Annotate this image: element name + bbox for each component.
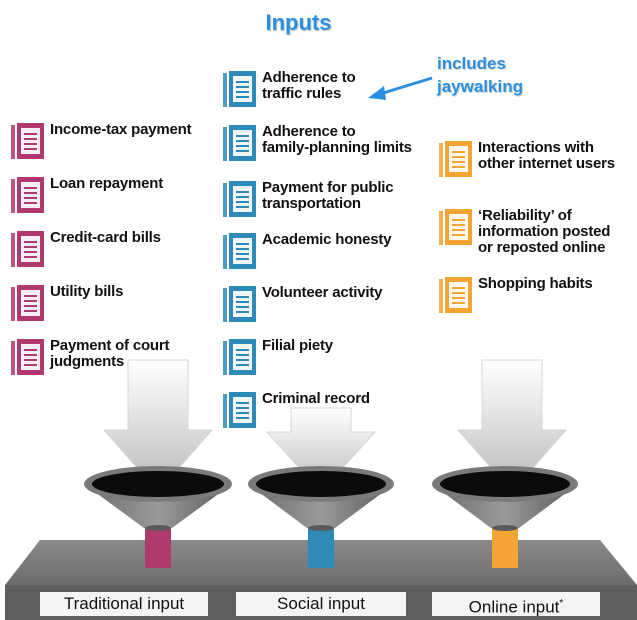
label-line: Payment of court [50, 337, 170, 354]
spout-online [492, 528, 518, 568]
social-input-label: Academic honesty [262, 231, 392, 248]
label-line: transportation [262, 195, 361, 212]
label-line: Shopping habits [478, 275, 593, 292]
document-icon [222, 70, 258, 113]
base-label-traditional-text: Traditional input [63, 594, 185, 613]
traditional-input-item: Credit-card bills [10, 230, 161, 273]
document-icon [222, 124, 258, 167]
label-line: Income-tax payment [50, 121, 192, 138]
document-icon [222, 338, 258, 381]
annotation-note: includes jaywalking [437, 52, 523, 98]
label-line: Adherence to [262, 69, 356, 86]
label-line: information posted [478, 223, 611, 240]
funnel-social [248, 466, 394, 568]
document-icon [438, 208, 474, 251]
document-icon [10, 122, 46, 165]
spout-traditional [145, 528, 171, 568]
social-input-label: Criminal record [262, 391, 370, 407]
online-input-item: Shopping habits [438, 276, 593, 319]
annotation-arrow-icon [368, 76, 433, 100]
label-line: Utility bills [50, 283, 124, 300]
document-icon [10, 230, 46, 273]
online-input-label: Shopping habits [478, 276, 593, 292]
label-line: Volunteer activity [262, 284, 383, 301]
traditional-input-label: Loan repayment [50, 176, 163, 192]
label-line: Academic honesty [262, 231, 392, 248]
traditional-input-label: Utility bills [50, 284, 123, 300]
social-input-item: Criminal record [222, 391, 370, 434]
label-line: Adherence to [262, 123, 356, 140]
label-line: Credit-card bills [50, 229, 161, 246]
page-title: Inputs [265, 10, 332, 35]
social-input-label: Volunteer activity [262, 284, 383, 301]
label-line: other internet users [478, 155, 615, 172]
label-line: Interactions with [478, 139, 594, 156]
down-arrow-traditional [102, 359, 214, 493]
document-icon [10, 176, 46, 219]
label-line: traffic rules [262, 85, 342, 102]
label-line: ‘Reliability’ of [478, 207, 572, 224]
annotation-line-2: jaywalking [437, 77, 523, 96]
document-icon [10, 338, 46, 381]
label-line: judgments [50, 353, 125, 370]
social-input-item: Filial piety [222, 338, 333, 381]
spout-social [308, 528, 334, 568]
social-input-label: Filial piety [262, 338, 333, 354]
base-label-traditional: Traditional input [40, 592, 208, 616]
document-icon [222, 285, 258, 328]
funnel-online [432, 466, 578, 568]
base-label-online: Online input* [432, 592, 600, 617]
base-label-social-text: Social input [277, 594, 365, 613]
traditional-input-item: Loan repayment [10, 176, 163, 219]
label-line: Filial piety [262, 337, 333, 354]
document-icon [222, 180, 258, 223]
social-input-item: Volunteer activity [222, 284, 383, 328]
document-icon [438, 140, 474, 183]
label-line: family-planning limits [262, 139, 412, 156]
label-line: or reposted online [478, 239, 606, 256]
funnel-traditional [84, 466, 232, 568]
label-line: Loan repayment [50, 175, 164, 192]
label-line: Payment for public [262, 179, 394, 196]
traditional-input-label: Income-tax payment [50, 121, 192, 138]
base-label-online-text: Online input [468, 597, 560, 617]
traditional-input-label: Credit-card bills [50, 230, 161, 246]
base-label-online-mark: * [559, 598, 564, 609]
label-line: Criminal record [262, 390, 370, 407]
document-icon [438, 276, 474, 319]
traditional-input-item: Income-tax payment [10, 121, 192, 165]
social-input-item: Academic honesty [222, 231, 392, 275]
down-arrow-social [265, 407, 377, 493]
annotation-line-1: includes [437, 54, 506, 73]
base-label-social: Social input [236, 592, 406, 616]
traditional-input-item: Utility bills [10, 284, 123, 327]
document-icon [222, 391, 258, 434]
document-icon [10, 284, 46, 327]
document-icon [222, 232, 258, 275]
down-arrow-online [456, 359, 568, 493]
